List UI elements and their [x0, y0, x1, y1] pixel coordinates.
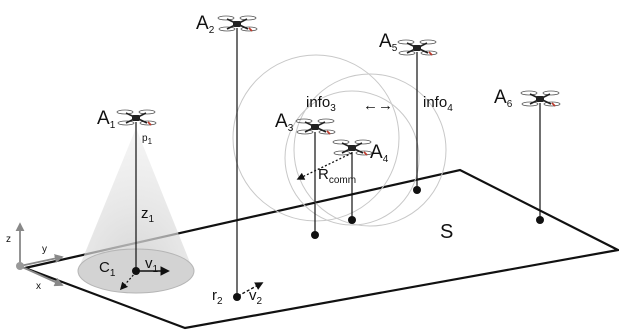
agent-label-a2: A2: [196, 13, 215, 36]
label-info4: info4: [423, 94, 453, 114]
ground-point-a4: [348, 216, 356, 224]
agent-label-a4: A4: [370, 142, 389, 165]
comm-circle-a5: [293, 73, 447, 227]
label-c1: C1: [99, 259, 116, 279]
x-axis: [19, 265, 64, 287]
quadcopter-icon-a3: [295, 118, 336, 135]
y-axis-label: y: [42, 244, 47, 255]
ground-point-a6: [536, 216, 544, 224]
label-info3: info3: [306, 94, 336, 114]
surface-label: S: [440, 221, 453, 243]
ground-point-a3: [311, 231, 319, 239]
label-v2: v2: [249, 287, 263, 307]
label-v1: v1: [145, 255, 159, 275]
velocity-arrow-v2: [237, 282, 264, 297]
comm-circle-a4: [284, 90, 420, 226]
z-axis-label: z: [6, 234, 11, 245]
agent-label-a3: A3: [275, 111, 294, 134]
quadcopter-icon-a1: [116, 109, 157, 126]
quadcopter-icon-a6: [520, 90, 561, 107]
x-axis-label: x: [36, 281, 41, 292]
comm-radius-arrow: [296, 152, 353, 180]
quadcopter-icon-a4: [332, 139, 373, 156]
label-p1: p1: [142, 133, 153, 146]
y-axis: [19, 254, 64, 267]
agent-label-a1: A1: [97, 108, 116, 131]
quadcopter-icon-a2: [217, 15, 258, 32]
label-rcomm: Rcomm: [318, 166, 356, 186]
agent-projections: [135, 28, 541, 297]
comm-range-circles: [232, 54, 447, 227]
coordinate-axes: [15, 222, 64, 287]
quadcopter-icon-a5: [397, 39, 438, 56]
info-exchange-arrow: ←→: [363, 97, 393, 114]
comm-circle-a3: [232, 54, 400, 222]
ground-point-a1: [132, 267, 140, 275]
ground-point-a5: [413, 186, 421, 194]
agent-label-a6: A6: [494, 87, 513, 110]
label-z1: z1: [141, 205, 155, 225]
ground-point-a2: [233, 293, 241, 301]
label-r2: r2: [212, 287, 223, 307]
agent-label-a5: A5: [379, 31, 398, 54]
